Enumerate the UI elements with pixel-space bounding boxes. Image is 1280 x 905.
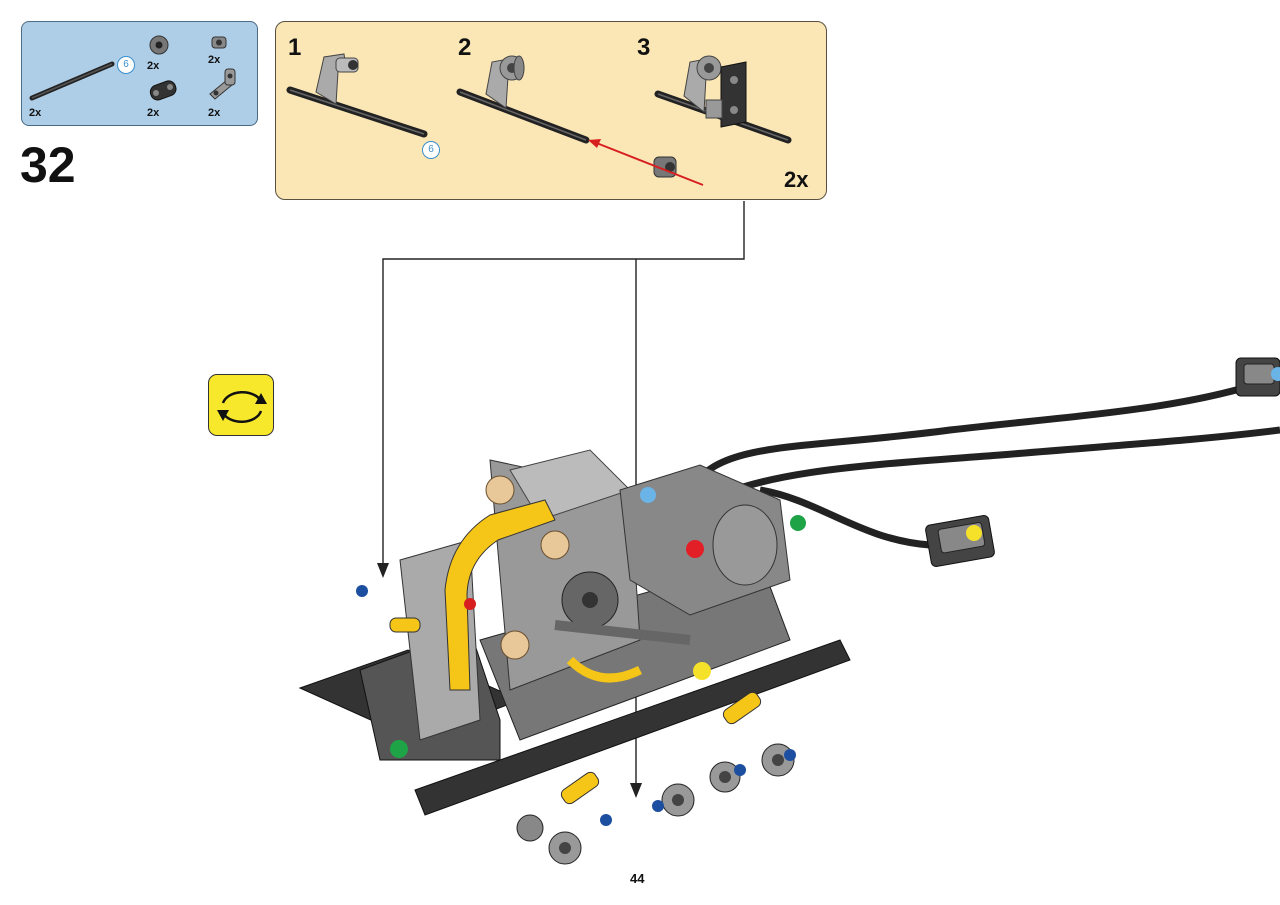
insert-arrow: [588, 139, 704, 186]
color-markers: [390, 662, 711, 758]
rotate-model-indicator: [208, 374, 274, 436]
angle-beam-icon: [209, 68, 236, 100]
part-qty: 2x: [208, 54, 221, 66]
step-number: 32: [20, 137, 76, 193]
substep-label: 2: [458, 34, 472, 61]
axle-length-callout: 6: [422, 141, 440, 159]
substep-label: 3: [637, 34, 651, 61]
substep-label: 1: [288, 34, 302, 61]
motor-housing: [619, 464, 806, 616]
part-qty: 2x: [147, 60, 160, 72]
rotate-icon: [217, 391, 267, 423]
cable-connector-top: [1235, 357, 1280, 397]
subassembly-multiplier: 2x: [784, 167, 809, 192]
parts-list: 6 2x 2x 2x 2x 2x: [21, 21, 258, 126]
bush-icon: [149, 35, 169, 55]
substep-2-model: [456, 55, 590, 144]
page-number: 44: [630, 871, 645, 886]
axle-pins: [356, 585, 796, 826]
part-qty: 2x: [29, 107, 42, 119]
cable-connector: [925, 515, 995, 567]
substep-1-model: [286, 53, 428, 138]
gears: [485, 475, 619, 660]
dark-connector-icon: [149, 80, 177, 101]
axle-6-icon: [29, 61, 115, 101]
part-qty: 2x: [147, 107, 160, 119]
wheels-front: [516, 743, 795, 865]
drive-axles: [554, 620, 691, 683]
subassembly-drawing: [286, 53, 792, 186]
part-qty: 2x: [208, 107, 221, 119]
substep-3-model: [654, 55, 792, 144]
pin-connector-icon: [211, 36, 227, 49]
subassembly-panel: 6 1 2 3: [275, 21, 827, 200]
parts-drawing: [29, 35, 236, 101]
motor-cables: [687, 376, 1280, 549]
yellow-frame: [444, 499, 556, 691]
axle-length-callout: 6: [117, 56, 135, 74]
